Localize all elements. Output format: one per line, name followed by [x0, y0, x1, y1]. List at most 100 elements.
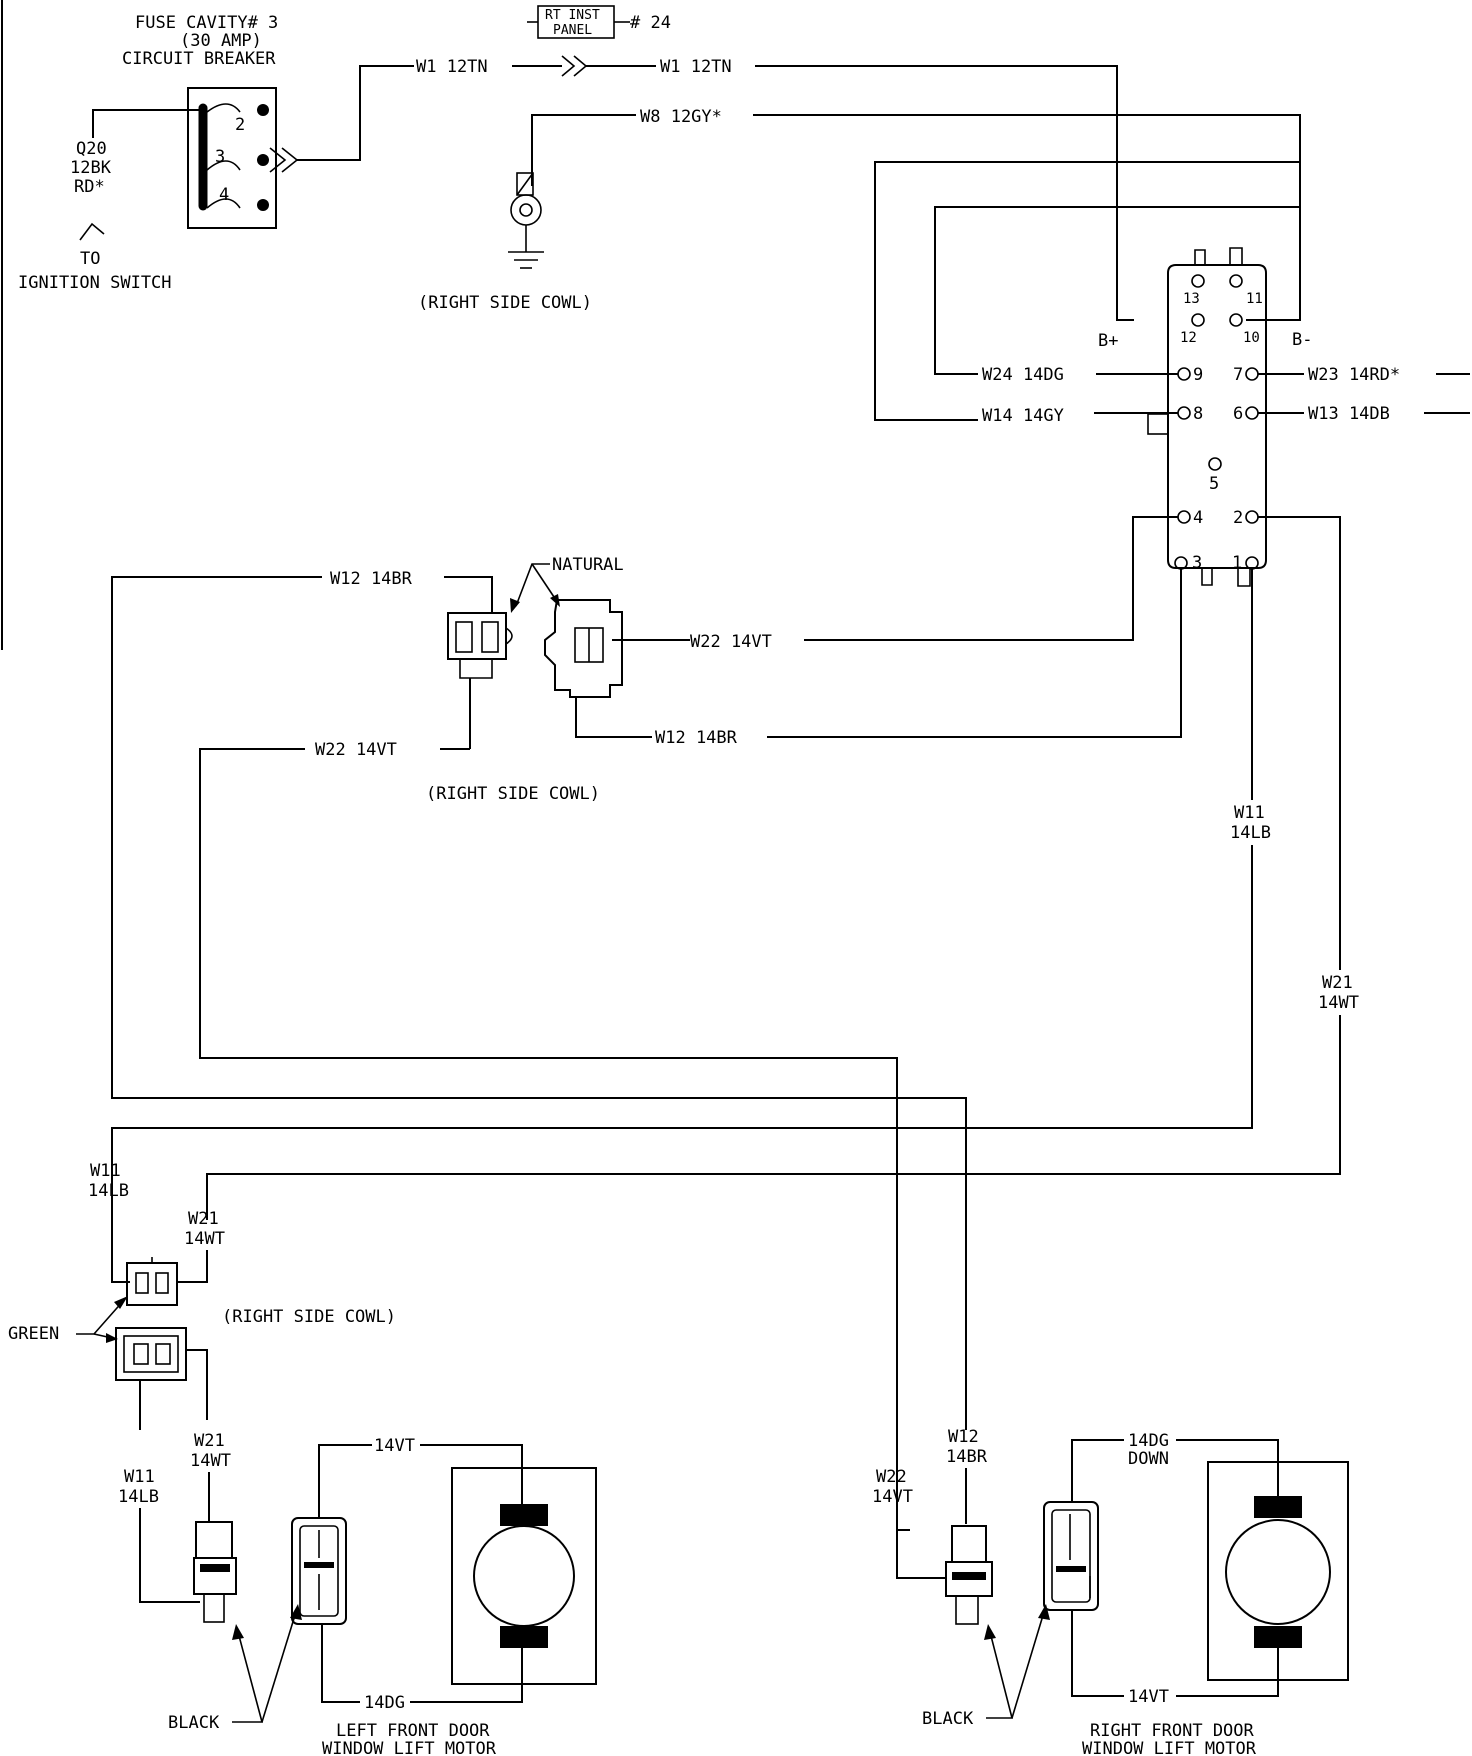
switch-pin-1-label: 1	[1232, 553, 1242, 573]
switch-pin-7	[1245, 367, 1259, 381]
breaker-element-3	[206, 160, 241, 171]
left-black-leader-2	[261, 1611, 297, 1723]
left-14dg-wire	[321, 1624, 360, 1703]
w11-wire-to-plug	[139, 1508, 200, 1603]
w1-inline-connector-2	[573, 55, 588, 77]
green-connector-upper-body	[126, 1262, 178, 1306]
top-feed-wires: W1 12TN W1 12TN RT INST PANEL # 24 W8 12…	[416, 5, 1301, 321]
right-black-plug-upper	[951, 1525, 987, 1563]
circuit-breaker: FUSE CAVITY# 3 (30 AMP) CIRCUIT BREAKER …	[18, 13, 414, 293]
breaker-terminal-2	[257, 104, 269, 116]
green-connector-upper-cavity-1	[135, 1272, 149, 1294]
breaker-element-4	[206, 198, 241, 209]
b-minus-label: B-	[1292, 330, 1312, 350]
right-down-label: DOWN	[1128, 1449, 1169, 1469]
b-plus-label: B+	[1098, 331, 1118, 351]
switch-pin-11-label: 11	[1246, 291, 1263, 307]
right-black-plug-tail	[955, 1595, 979, 1625]
w12-wire-stub-right	[575, 697, 652, 738]
right-motor-brush-top	[1254, 1496, 1302, 1518]
w24-label: W24 14DG	[982, 365, 1064, 385]
switch-pin-4-label: 4	[1193, 508, 1203, 528]
natural-connector-left-latch	[505, 627, 513, 645]
w11-left-label-b: 14LB	[88, 1181, 129, 1201]
right-motor-label-1: RIGHT FRONT DOOR	[1090, 1721, 1255, 1741]
w11-low-label-a: W11	[124, 1467, 155, 1487]
w11-low-label-b: 14LB	[118, 1487, 159, 1507]
breaker-title-2: (30 AMP)	[180, 31, 262, 51]
w14-label: W14 14GY	[982, 406, 1064, 426]
ground-eyelet-outer	[510, 194, 542, 226]
w1-right-label: W1 12TN	[660, 57, 732, 77]
ground-eyelet-inner	[519, 203, 533, 217]
left-motor-label-2: WINDOW LIFT MOTOR	[322, 1739, 497, 1756]
w22-wire-to-pin-4	[804, 516, 1178, 641]
right-w22-label-a: W22	[876, 1467, 907, 1487]
left-black-arrowhead-2	[290, 1604, 302, 1620]
natural-leader-1	[515, 563, 550, 607]
right-black-label: BLACK	[922, 1709, 974, 1729]
switch-bottom-tab-2	[1237, 568, 1251, 587]
green-connector-lower-body	[115, 1327, 187, 1381]
w12-bottom-label: W12 14BR	[655, 728, 738, 748]
natural-connector-right-body	[544, 599, 623, 698]
left-black-plug-tail	[203, 1593, 225, 1623]
ignition-to-label: TO	[80, 249, 100, 269]
natural-connector-left-cavity-2	[481, 621, 499, 653]
w23-label: W23 14RD*	[1308, 365, 1400, 385]
switch-pin-6-label: 6	[1233, 404, 1243, 424]
switch-pin-7-label: 7	[1233, 365, 1243, 385]
w11-wire-long	[111, 845, 1253, 1283]
w1-wire-to-switch	[755, 65, 1134, 321]
right-14vt-to-motor	[1176, 1646, 1279, 1697]
left-motor-label-1: LEFT FRONT DOOR	[336, 1721, 490, 1741]
green-arrowhead-2	[106, 1333, 118, 1343]
right-14dg-wire	[1071, 1439, 1124, 1502]
w21-left-label-a: W21	[188, 1209, 219, 1229]
switch-pin-9	[1177, 367, 1191, 381]
w21-wire-long	[206, 1015, 1341, 1220]
right-black-connector-terminal	[1056, 1566, 1086, 1572]
natural-leader-2	[531, 563, 557, 601]
switch-bottom-tab-1	[1201, 568, 1213, 586]
switch-pin-13	[1191, 274, 1205, 288]
natural-connector-left-tail	[459, 659, 493, 679]
w14-wire-route	[874, 161, 1300, 421]
cowl-connector-group: W12 14BR W22 14VT NATURAL W22 14VT W12 1…	[111, 516, 1359, 1531]
right-w12-label-b: 14BR	[946, 1447, 988, 1467]
left-14dg-to-motor	[410, 1644, 523, 1703]
panel-ref-number: # 24	[630, 13, 671, 33]
w21-low-label-b: 14WT	[190, 1451, 231, 1471]
w12-wire-long	[111, 576, 967, 1430]
right-w22-label-b: 14VT	[872, 1487, 913, 1507]
switch-pin-13-label: 13	[1183, 291, 1200, 307]
breaker-element-2	[206, 103, 241, 113]
w1-inline-connector-1	[561, 55, 576, 77]
right-14dg-label: 14DG	[1128, 1431, 1169, 1451]
breaker-title-3: CIRCUIT BREAKER	[122, 49, 276, 69]
left-black-leader-1	[232, 1631, 264, 1723]
left-black-plug-terminal	[200, 1564, 230, 1572]
left-motor-brush-top	[500, 1504, 548, 1526]
left-cowl-label: (RIGHT SIDE COWL)	[222, 1307, 396, 1327]
w13-label: W13 14DB	[1308, 404, 1390, 424]
w11-mid-label-a: W11	[1234, 803, 1265, 823]
w8-wire-to-switch	[753, 114, 1301, 321]
rt-inst-panel-label-2: PANEL	[553, 23, 592, 38]
w21-wire-down	[186, 1349, 208, 1420]
switch-pin-5-label: 5	[1209, 474, 1219, 494]
switch-side-tab	[1147, 413, 1169, 435]
w21-left-label-b: 14WT	[184, 1229, 225, 1249]
right-black-leader-1	[986, 1631, 1014, 1719]
switch-pin-10-label: 10	[1243, 330, 1260, 346]
ignition-feed-wire	[92, 109, 200, 138]
right-motor-armature	[1225, 1519, 1331, 1625]
right-black-arrowhead-2	[1038, 1604, 1050, 1620]
right-w12-label-a: W12	[948, 1427, 979, 1447]
natural-connector-left-body	[447, 612, 507, 660]
breaker-box	[187, 87, 277, 229]
breaker-output-connector-1	[269, 147, 287, 173]
switch-pin-12	[1191, 313, 1205, 327]
switch-pin-3-label: 3	[1192, 553, 1202, 573]
switch-pin-5	[1208, 457, 1222, 471]
